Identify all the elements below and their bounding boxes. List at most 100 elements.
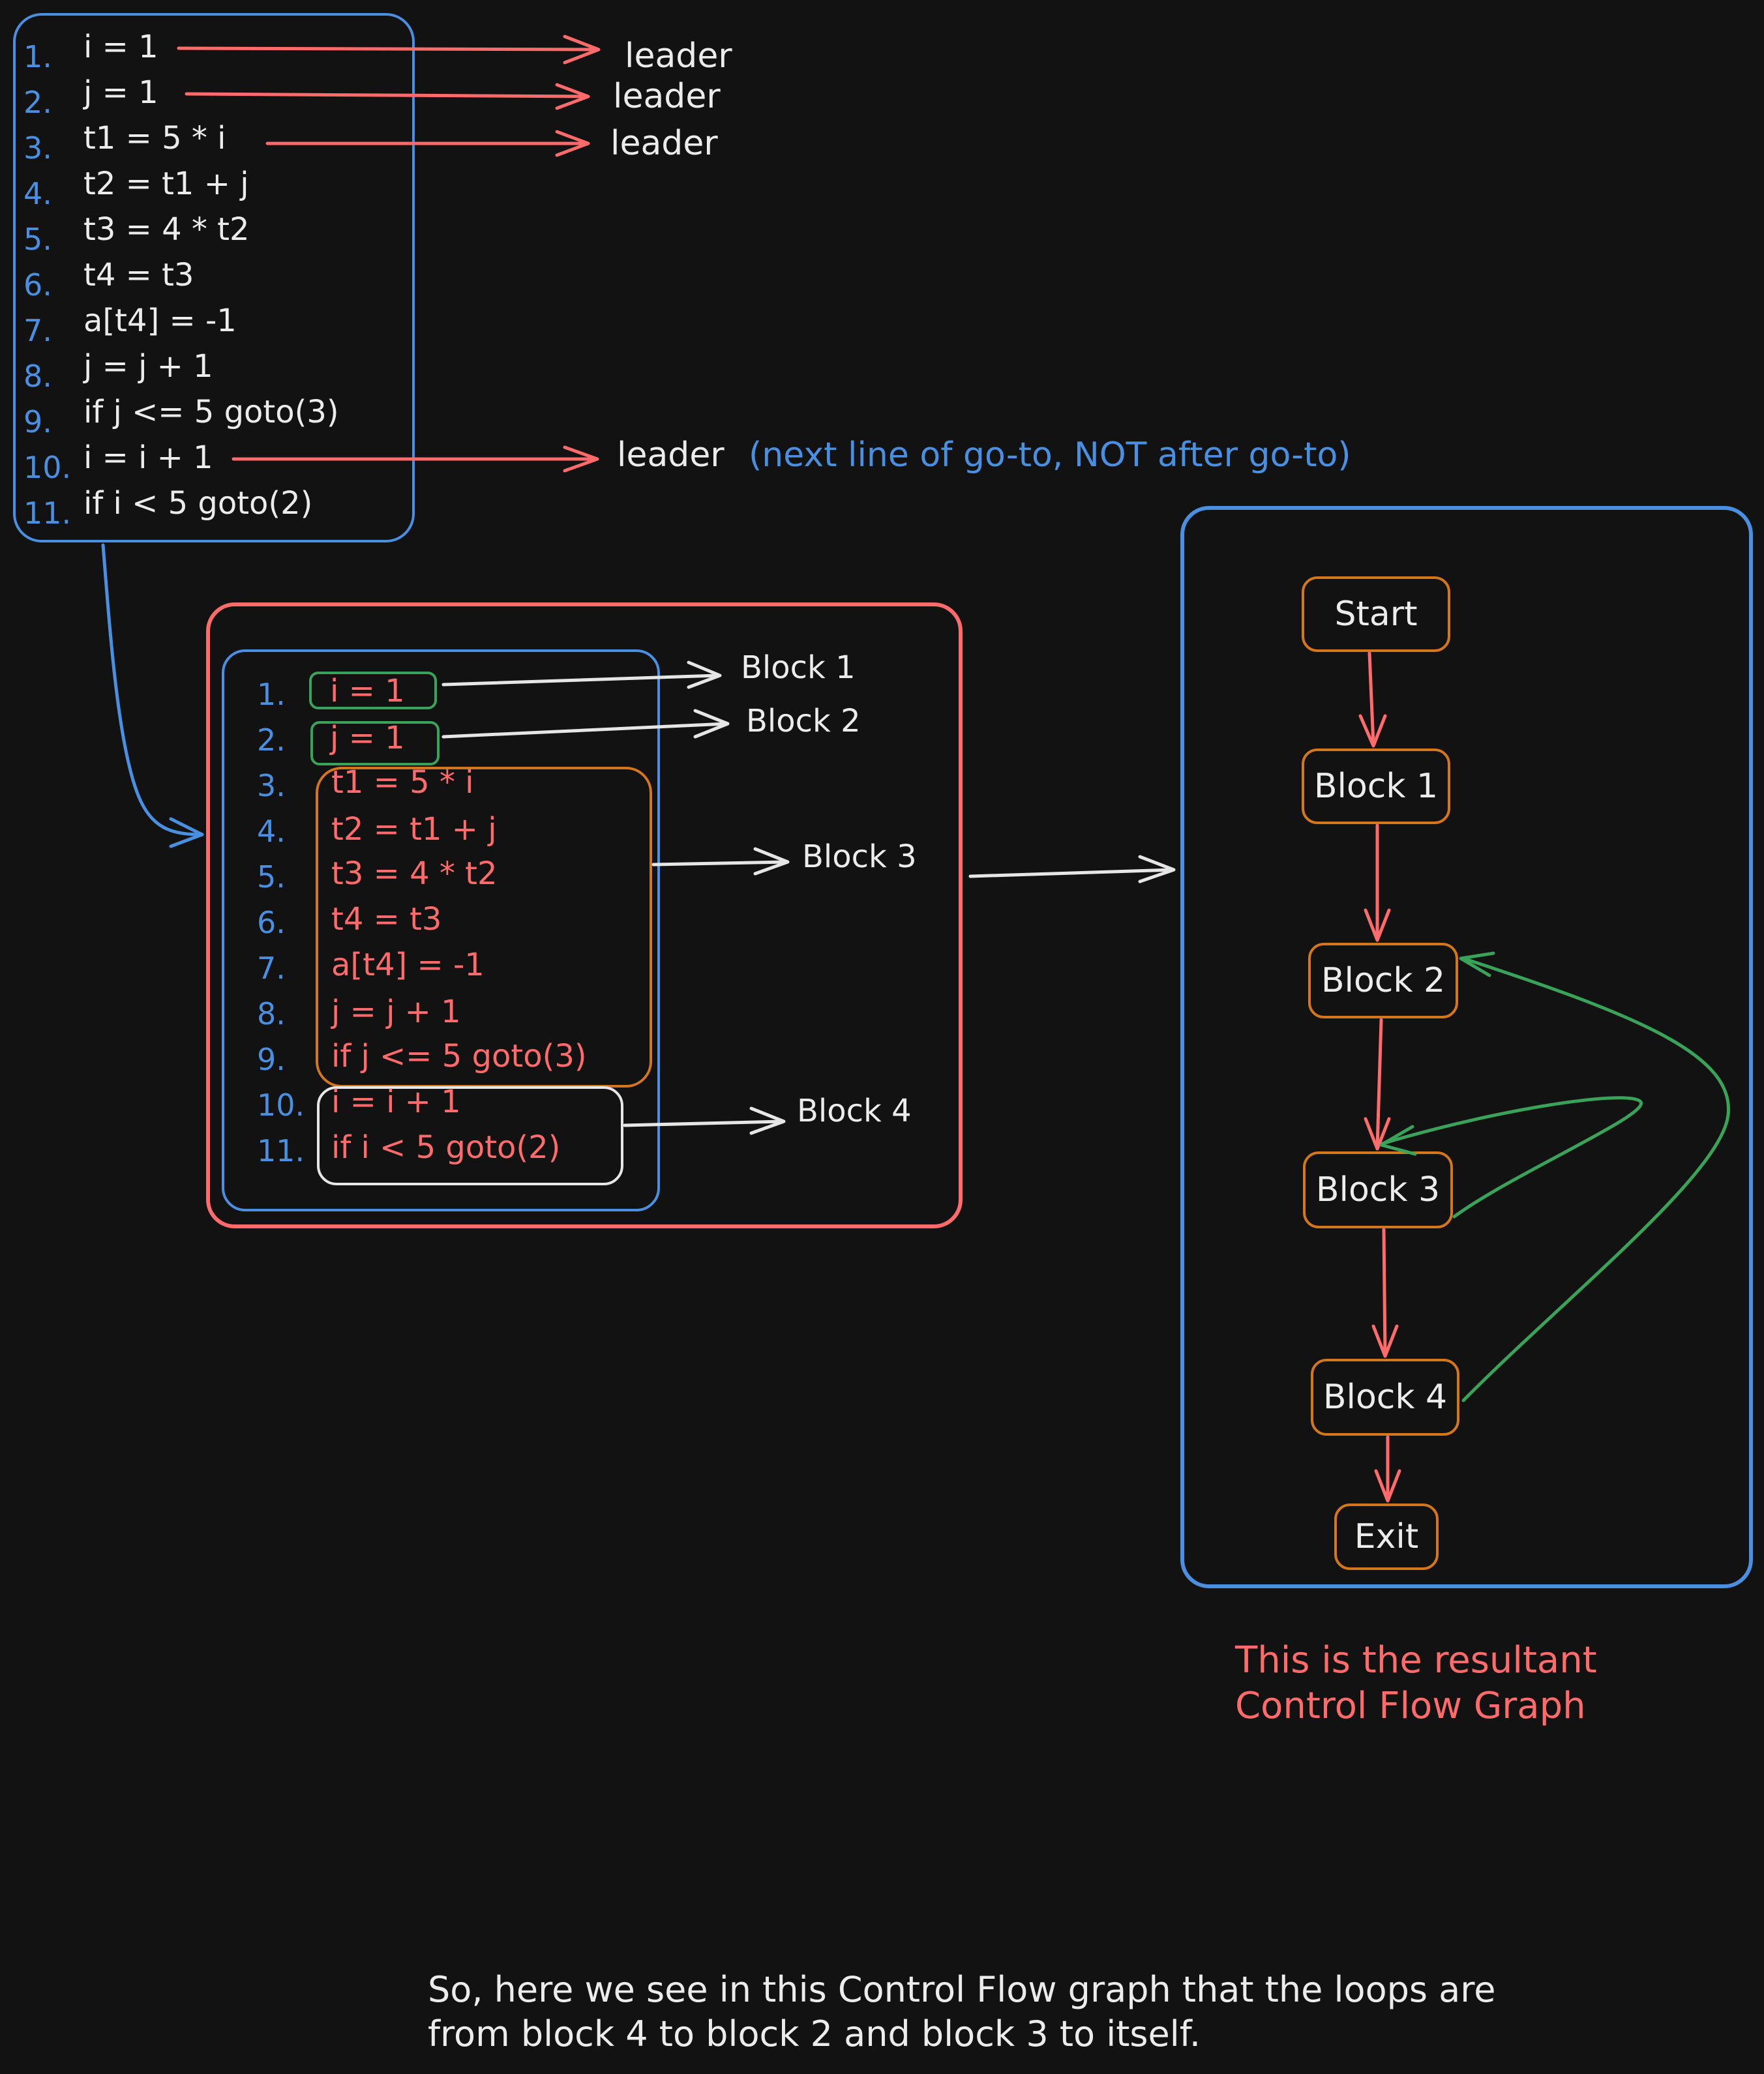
code-line: t4 = t3: [83, 257, 194, 293]
code-line: if j <= 5 goto(3): [83, 394, 339, 430]
code-line: t4 = t3: [331, 901, 442, 938]
block-3-arrow-head: [753, 847, 790, 876]
code-line: t3 = 4 * t2: [331, 855, 498, 892]
line-number: 6.: [257, 905, 286, 940]
code-line: a[t4] = -1: [331, 947, 485, 983]
line-number: 8.: [257, 996, 286, 1031]
blocks-to-cfg-arrow: [968, 868, 1174, 878]
code-line: i = 1: [330, 673, 405, 709]
basic-blocks-panel: [206, 602, 963, 1228]
line-number: 4.: [23, 176, 52, 211]
block-1-arrow: [441, 674, 719, 687]
blocks-to-cfg-arrow-head: [1138, 855, 1176, 883]
cfg-caption-line-1: This is the resultant: [1235, 1639, 1597, 1681]
leader-arrow-1: [177, 46, 599, 52]
code-line: i = i + 1: [331, 1084, 461, 1120]
block-4-highlight: [317, 1086, 623, 1185]
block-1-highlight: [309, 672, 437, 709]
leader-arrow-head: [555, 83, 590, 110]
cfg-edge-head: [1364, 1117, 1391, 1151]
summary-line-1: So, here we see in this Control Flow gra…: [428, 1969, 1496, 2010]
leader-label: leader: [613, 77, 721, 116]
leader-note: (next line of go-to, NOT after go-to): [749, 436, 1351, 475]
summary-text: So, here we see in this Control Flow gra…: [428, 1968, 1496, 2056]
code-to-blocks-arrow-head: [169, 817, 204, 848]
block-2-highlight: [310, 721, 440, 765]
code-line: i = i + 1: [83, 439, 213, 476]
source-code-panel: [13, 13, 415, 542]
control-flow-graph-panel: [1180, 506, 1753, 1588]
block-1-label: Block 1: [741, 649, 856, 686]
code-line: j = 1: [330, 720, 405, 756]
code-line: i = 1: [83, 29, 158, 65]
line-number: 11.: [23, 496, 72, 531]
block-3-label: Block 3: [802, 838, 917, 875]
cfg-edge-head: [1364, 908, 1391, 942]
code-line: j = j + 1: [331, 994, 461, 1030]
cfg-node-block-3: Block 3: [1303, 1151, 1453, 1228]
leader-label: leader: [617, 436, 725, 475]
line-number: 2.: [23, 85, 52, 120]
code-to-blocks-arrow: [101, 543, 204, 837]
summary-line-2: from block 4 to block 2 and block 3 to i…: [428, 2013, 1201, 2054]
cfg-caption-line-2: Control Flow Graph: [1235, 1685, 1586, 1727]
line-number: 10.: [257, 1088, 305, 1123]
line-number: 5.: [257, 859, 286, 895]
code-line: t1 = 5 * i: [83, 120, 226, 156]
basic-blocks-code-panel: [222, 649, 660, 1211]
code-line: j = j + 1: [83, 348, 213, 385]
cfg-edge-head: [1374, 1469, 1401, 1503]
line-number: 3.: [257, 768, 286, 803]
cfg-node-exit: Exit: [1334, 1504, 1439, 1570]
line-number: 9.: [23, 404, 52, 439]
code-line: t2 = t1 + j: [331, 811, 497, 848]
code-line: a[t4] = -1: [83, 303, 237, 339]
line-number: 7.: [23, 313, 52, 348]
line-number: 4.: [257, 814, 286, 849]
cfg-loop-block3-self: [1381, 1096, 1643, 1219]
code-line: if i < 5 goto(2): [83, 485, 313, 522]
line-number: 6.: [23, 267, 52, 303]
cfg-node-block-4: Block 4: [1311, 1359, 1459, 1436]
block-4-arrow-head: [749, 1106, 786, 1135]
cfg-edge-start-block1: [1368, 651, 1375, 747]
code-line: j = 1: [83, 74, 158, 111]
block-2-arrow-head: [693, 709, 730, 739]
block-4-arrow: [623, 1119, 785, 1127]
cfg-edge-block3-block4: [1382, 1228, 1387, 1357]
block-4-label: Block 4: [797, 1093, 912, 1129]
block-3-arrow: [651, 860, 788, 867]
cfg-caption: This is the resultant Control Flow Graph: [1235, 1638, 1597, 1729]
line-number: 11.: [257, 1133, 305, 1168]
code-line: t3 = 4 * t2: [83, 211, 250, 248]
line-number: 1.: [257, 677, 286, 712]
line-number: 1.: [23, 39, 52, 74]
cfg-edge-head: [1371, 1324, 1399, 1358]
code-line: t2 = t1 + j: [83, 166, 249, 202]
line-number: 2.: [257, 722, 286, 758]
line-number: 3.: [23, 130, 52, 166]
line-number: 5.: [23, 222, 52, 257]
cfg-loop-block4-block2: [1461, 956, 1730, 1402]
cfg-node-start: Start: [1302, 576, 1450, 652]
code-line: t1 = 5 * i: [331, 764, 474, 801]
line-number: 10.: [23, 450, 72, 485]
block-2-label: Block 2: [746, 703, 861, 739]
cfg-node-block-1: Block 1: [1302, 748, 1450, 824]
line-number: 8.: [23, 359, 52, 394]
leader-arrow-head: [563, 35, 601, 65]
block-2-arrow: [441, 722, 728, 739]
leader-arrow-head: [555, 130, 590, 157]
cfg-edge-block2-block3: [1375, 1018, 1383, 1149]
cfg-node-block-2: Block 2: [1308, 943, 1458, 1018]
line-number: 9.: [257, 1042, 286, 1077]
code-line: if i < 5 goto(2): [331, 1129, 561, 1166]
line-number: 7.: [257, 951, 286, 986]
cfg-loop-head: [1459, 951, 1495, 977]
code-line: if j <= 5 goto(3): [331, 1038, 587, 1074]
leader-label: leader: [625, 37, 732, 76]
cfg-edge-head: [1358, 714, 1387, 748]
leader-arrow-2: [185, 92, 589, 98]
cfg-loop-head: [1379, 1125, 1417, 1156]
